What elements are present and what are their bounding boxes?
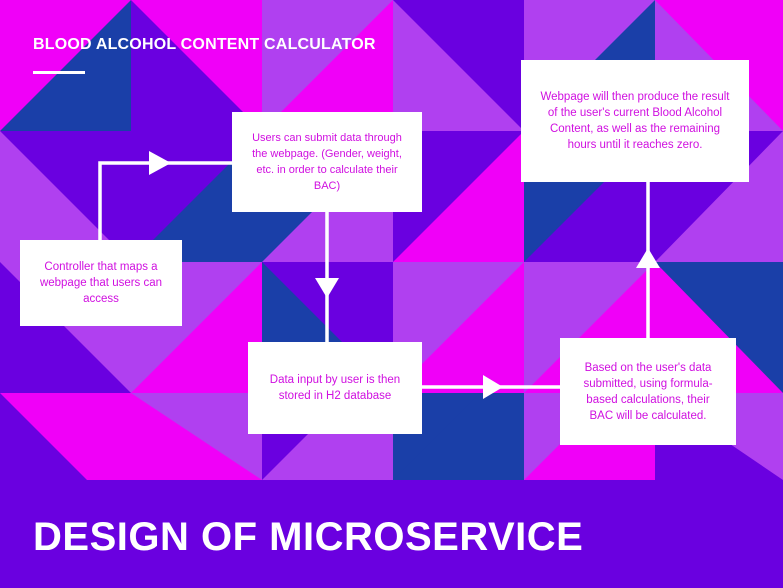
step-calculate-box: Based on the user's data submitted, usin… <box>560 338 736 445</box>
step-store-box: Data input by user is then stored in H2 … <box>248 342 422 434</box>
connector-controller-to-submit <box>98 161 232 240</box>
step-submit-text: Users can submit data through the webpag… <box>252 132 402 192</box>
step-submit-box: Users can submit data through the webpag… <box>232 112 422 212</box>
arrow-right-icon <box>483 375 503 399</box>
header-title: BLOOD ALCOHOL CONTENT CALCULATOR <box>33 36 376 53</box>
footer-title: DESIGN OF MICROSERVICE <box>33 515 584 559</box>
arrow-down-icon <box>315 278 339 298</box>
footer-band <box>0 480 783 588</box>
step-result-text: Webpage will then produce the result of … <box>540 91 730 151</box>
step-store-text: Data input by user is then stored in H2 … <box>269 374 401 402</box>
step-result-box: Webpage will then produce the result of … <box>521 60 749 182</box>
step-controller-box: Controller that maps a webpage that user… <box>20 240 182 326</box>
step-controller-text: Controller that maps a webpage that user… <box>39 261 163 305</box>
arrow-right-icon <box>149 151 171 175</box>
flow-connectors <box>98 151 660 399</box>
header-underline <box>33 71 85 74</box>
step-calculate-text: Based on the user's data submitted, usin… <box>583 361 713 422</box>
arrow-up-icon <box>636 248 660 268</box>
